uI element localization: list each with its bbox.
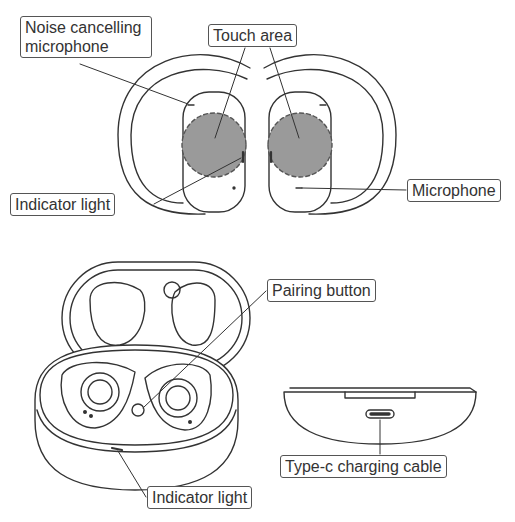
earbud-in-case	[159, 379, 197, 417]
leader-line	[380, 420, 381, 454]
lid-magnet	[164, 282, 180, 298]
leader-line	[118, 451, 146, 497]
leader-line	[154, 158, 241, 204]
callout-label: Touch area	[208, 24, 297, 47]
base-cavity	[61, 363, 135, 428]
case-base-rim	[40, 350, 233, 445]
earbud-body	[183, 92, 245, 212]
callout-label: Pairing button	[267, 279, 376, 302]
open-case	[35, 262, 250, 490]
case-indicator-light	[112, 448, 122, 450]
leader-line	[143, 291, 266, 408]
type-c-port	[366, 410, 394, 418]
callout-label: Noise cancelling microphone	[20, 16, 152, 58]
sensor-dot	[233, 187, 235, 189]
leader-lines	[80, 48, 406, 497]
callout-label: Microphone	[407, 179, 501, 202]
left-earbud	[118, 55, 250, 214]
leader-line	[270, 48, 299, 138]
pairing-button	[132, 404, 144, 416]
noise-cancelling-mic-hole	[188, 104, 194, 105]
ear-hook	[118, 55, 250, 214]
earbud-in-case	[81, 373, 119, 411]
callout-label: Indicator light	[10, 193, 115, 216]
type-c-pin-tongue	[370, 413, 390, 415]
leader-line	[80, 64, 188, 104]
right-earbud	[264, 55, 396, 214]
lid-cavity	[172, 283, 215, 345]
earbud-in-case	[88, 380, 112, 404]
earbud-in-case	[166, 386, 190, 410]
indicator-light	[242, 152, 244, 162]
case-base	[35, 345, 238, 490]
lid-cavity	[90, 283, 145, 346]
leader-line	[302, 188, 406, 190]
callout-label: Type-c charging cable	[280, 455, 447, 478]
touch-area	[182, 113, 246, 177]
callout-label: Indicator light	[147, 486, 252, 509]
microphone-hole	[296, 187, 302, 188]
case-lid-edge	[290, 388, 476, 392]
leader-line	[215, 48, 245, 138]
hinge	[345, 392, 415, 398]
